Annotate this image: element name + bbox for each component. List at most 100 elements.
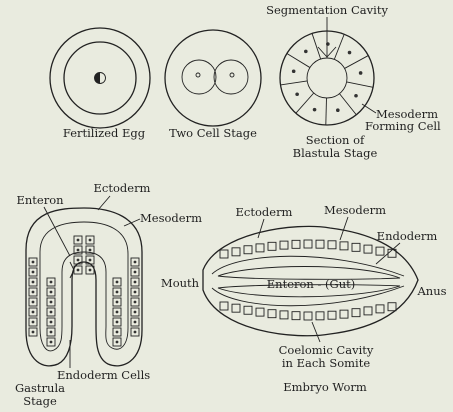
two-cell-figure [165,30,261,126]
coelomic-cavity-pointer [312,322,320,342]
gastrula-nucleus [89,259,92,262]
coelomic-cavity-label-1: Coelomic Cavity [279,343,374,357]
blastula-nucleus [348,51,352,55]
blastula-cell-wall [345,56,369,69]
mesoderm-forming-pointer [362,104,376,113]
gastrula-nucleus [32,291,35,294]
gastrula-nucleus [134,331,137,334]
gastrula-nucleus [50,311,53,314]
gastrula-nucleus [89,249,92,252]
gastrula-label-2: Stage [23,394,57,408]
mesoderm-worm-pointer [340,217,348,240]
endoderm-worm-label: Endoderm [377,229,438,243]
gastrula-nucleus [50,281,53,284]
blastula-cell-wall [347,82,373,87]
worm-lower-cell [388,303,396,311]
gastrula-nucleus [77,249,80,252]
gastrula-nucleus [134,261,137,264]
mesoderm-gastrula-pointer [124,219,140,226]
blastula-label-1: Section of [306,133,365,147]
worm-lower-cell [220,302,228,310]
blastula-nucleus [295,92,299,96]
anus-label: Anus [416,284,446,298]
gastrula-nucleus [50,331,53,334]
gastrula-nucleus [116,311,119,314]
mouth-label: Mouth [161,276,200,290]
worm-upper-cell [256,244,264,252]
ectoderm-worm-pointer [258,219,264,238]
gastrula-nucleus [134,291,137,294]
gastrula-nucleus [134,271,137,274]
gastrula-nucleus [50,301,53,304]
gastrula-nucleus [32,311,35,314]
gastrula-nucleus [32,331,35,334]
gastrula-label-1: Gastrula [15,381,65,395]
blastula-nucleus [359,71,363,75]
coelomic-cavity-label-2: in Each Somite [282,356,370,370]
fertilized-egg-figure [50,28,150,128]
gastrula-nucleus [134,311,137,314]
worm-upper-cell [268,242,276,250]
ectoderm-gastrula-label: Ectoderm [94,181,151,195]
blastula-nucleus [292,69,296,73]
blastula-cell-wall [312,33,321,59]
gastrula-nucleus [32,271,35,274]
gastrula-nucleus [116,291,119,294]
worm-upper-cell [364,245,372,253]
gastrula-figure [26,208,142,366]
mesoderm-worm-label: Mesoderm [324,203,386,217]
gastrula-nucleus [134,301,137,304]
worm-upper-cell [232,248,240,256]
worm-upper-cell [220,250,228,258]
blastula-cell-wall [281,81,308,85]
gastrula-nucleus [116,321,119,324]
gastrula-nucleus [50,321,53,324]
gastrula-nucleus [50,341,53,344]
worm-lower-cell [376,305,384,313]
gastrula-nucleus [50,291,53,294]
worm-upper-cell [352,243,360,251]
gastrula-nucleus [116,331,119,334]
segmentation-cavity-label: Segmentation Cavity [266,3,388,17]
worm-lower-cell [280,311,288,319]
fertilized-egg-label: Fertilized Egg [63,126,146,140]
worm-lower-cell [244,306,252,314]
worm-lower-cell [232,304,240,312]
worm-lower-cell [292,312,300,320]
gastrula-nucleus [77,269,80,272]
blastula-nucleus [336,108,340,112]
gastrula-nucleus [116,301,119,304]
mesoderm-gastrula-label: Mesoderm [140,211,202,225]
blastula-label-2: Blastula Stage [293,146,378,160]
two-cell-label: Two Cell Stage [169,126,257,140]
blastula-cell-wall [287,53,310,67]
ectoderm-worm-label: Ectoderm [236,205,293,219]
blastula-cell-wall [326,98,327,125]
embryo-worm-label: Embryo Worm [283,380,367,394]
endoderm-cells-label: Endoderm Cells [57,368,150,382]
blastula-cell-wall [339,94,356,115]
gastrula-nucleus [77,239,80,242]
gastrula-nucleus [77,259,80,262]
gastrula-nucleus [89,239,92,242]
worm-lower-cell [268,310,276,318]
worm-lower-cell [340,310,348,318]
gastrula-nucleus [116,281,119,284]
blastula-cell-wall [296,93,314,113]
worm-upper-cell [340,242,348,250]
enteron-label: Enteron [16,193,64,207]
worm-upper-cell [376,247,384,255]
gastrula-nucleus [32,321,35,324]
enteron-gut-label: Enteron - (Gut) [267,277,355,291]
worm-lower-cell [304,312,312,320]
ectoderm-gastrula-pointer [98,196,110,210]
worm-upper-cell [280,241,288,249]
mesoderm-forming-label-2: Forming Cell [365,119,441,133]
gastrula-nucleus [32,281,35,284]
worm-upper-cell [304,240,312,248]
gastrula-nucleus [89,269,92,272]
worm-lower-cell [328,311,336,319]
gastrula-nucleus [134,321,137,324]
worm-lower-cell [316,312,324,320]
